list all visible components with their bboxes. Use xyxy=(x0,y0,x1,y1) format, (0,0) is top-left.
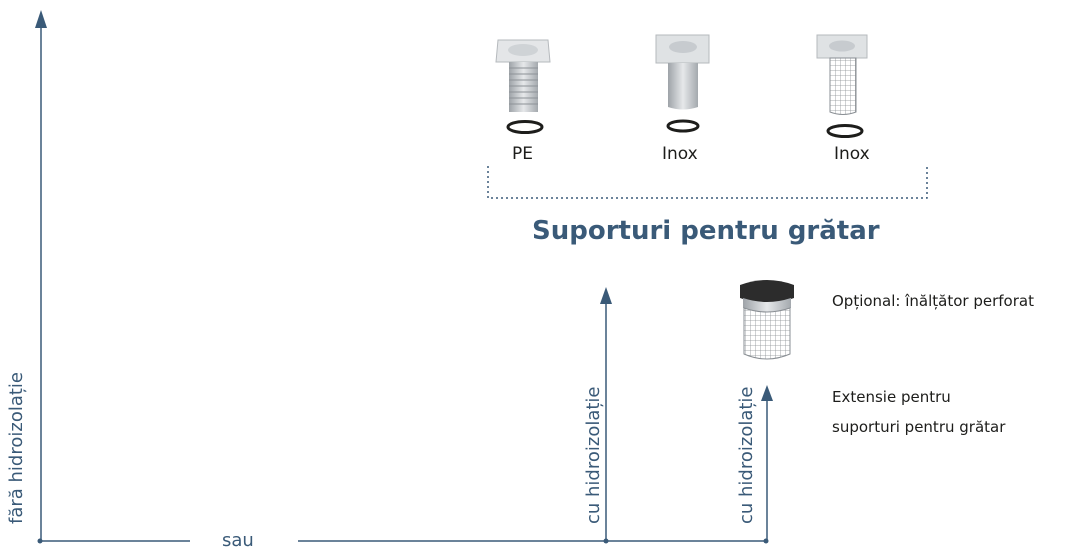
inox-tube-grate-support-image xyxy=(655,34,710,133)
perforated-riser-image xyxy=(740,280,794,360)
product-label-inox-perforated: Inox xyxy=(834,144,870,164)
baseline xyxy=(37,538,769,544)
product-label-pe: PE xyxy=(512,144,533,164)
pe-grate-support-image xyxy=(495,39,551,134)
optional-riser-label: Opțional: înălțător perforat xyxy=(832,292,1034,310)
baseline-separator-label: sau xyxy=(222,530,254,551)
inox-perforated-grate-support-image xyxy=(816,34,868,138)
right-axis-label: cu hidroizolație xyxy=(736,386,757,524)
right-axis-arrow xyxy=(761,385,773,541)
product-label-inox-tube: Inox xyxy=(662,144,698,164)
left-axis-arrow xyxy=(35,10,47,541)
extension-label-line1: Extensie pentru xyxy=(832,388,951,406)
middle-axis-arrow xyxy=(600,287,612,541)
extension-label-line2: suporturi pentru grătar xyxy=(832,418,1006,436)
group-title: Suporturi pentru grătar xyxy=(532,216,880,246)
product-group-bracket xyxy=(487,166,928,199)
middle-axis-label: cu hidroizolație xyxy=(583,386,604,524)
left-axis-label: fără hidroizolație xyxy=(6,372,27,524)
